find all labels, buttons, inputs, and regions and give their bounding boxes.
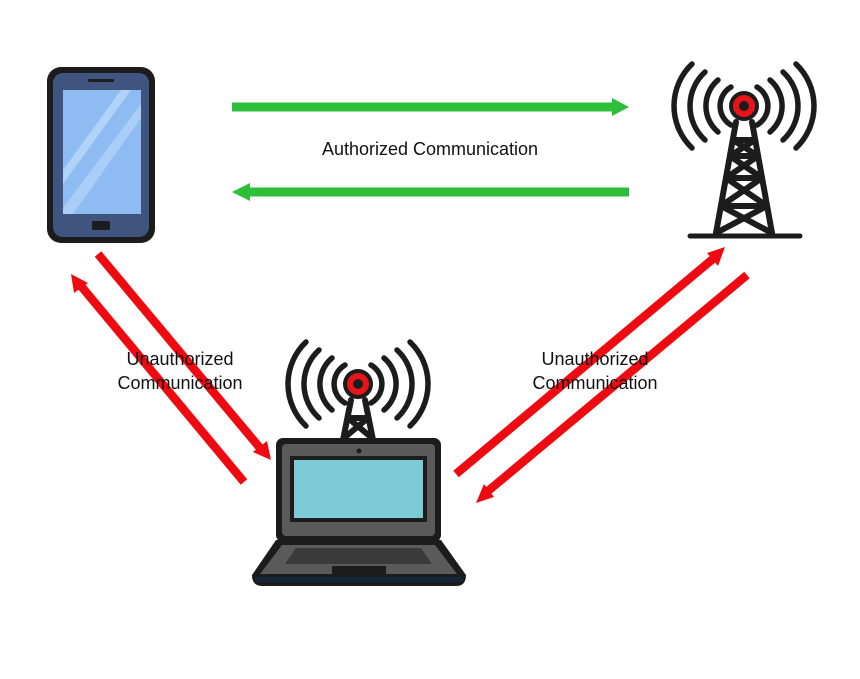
unauthorized-communication-label-left: Unauthorized Communication	[90, 347, 270, 395]
cell-tower-icon	[671, 61, 817, 239]
authorized-communication-label: Authorized Communication	[321, 139, 539, 159]
rogue-antenna-icon	[285, 339, 431, 443]
laptop-icon	[252, 438, 466, 586]
unauthorized-arrow-phone-to-laptop	[94, 251, 271, 460]
unauthorized-arrows-right	[453, 247, 750, 503]
unauthorized-left-line2: Communication	[117, 373, 243, 393]
unauthorized-communication-label-right: Unauthorized Communication	[500, 347, 690, 395]
authorized-arrow-to-tower	[232, 98, 629, 116]
smartphone-icon	[47, 67, 155, 243]
unauthorized-arrow-laptop-to-phone	[71, 274, 248, 485]
unauthorized-arrow-tower-to-laptop	[476, 271, 750, 503]
unauthorized-left-line1: Unauthorized	[126, 349, 234, 369]
authorized-arrow-to-phone	[232, 183, 629, 201]
unauthorized-arrow-laptop-to-tower	[453, 247, 725, 478]
authorized-arrows	[232, 98, 629, 201]
unauthorized-right-line2: Communication	[532, 373, 658, 393]
unauthorized-arrows-left	[71, 251, 271, 485]
unauthorized-right-line1: Unauthorized	[541, 349, 649, 369]
